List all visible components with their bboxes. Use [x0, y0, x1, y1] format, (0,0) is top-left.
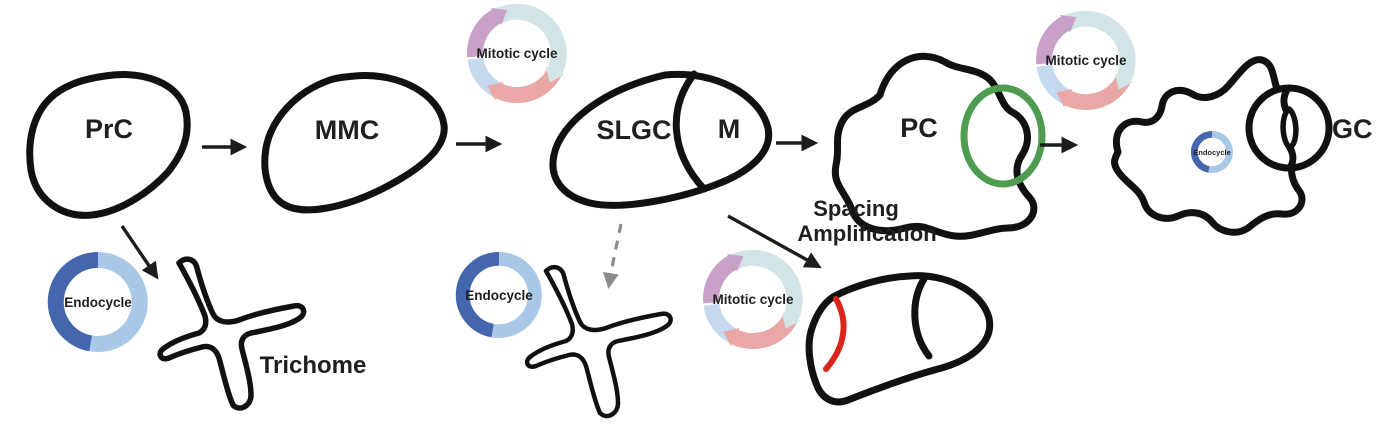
label-endocycle-1: Endocycle	[64, 295, 132, 310]
trichome-cell-1	[159, 258, 305, 409]
label-spacing: Spacing	[813, 196, 899, 221]
label-mitotic-cycle-1: Mitotic cycle	[476, 46, 558, 61]
label-prc: PrC	[85, 114, 133, 144]
cell-prc	[26, 71, 191, 219]
arrow-prc-to-trichome	[120, 225, 159, 280]
stoma-division-bottom	[1286, 144, 1297, 172]
dashed-arrow-slgc-to-trichome	[602, 223, 623, 289]
red-new-division	[823, 296, 847, 372]
stoma-division-top	[1280, 86, 1291, 114]
label-amplification: Amplification	[797, 221, 936, 246]
cell-amplifying-slgc	[805, 272, 994, 406]
label-mitotic-cycle-2: Mitotic cycle	[1045, 53, 1127, 68]
cell-slgc	[549, 70, 773, 209]
label-endocycle-2: Endocycle	[465, 288, 533, 303]
division-slgc-m	[672, 70, 708, 193]
label-mmc: MMC	[315, 115, 379, 145]
cell-pc	[831, 52, 1038, 240]
label-gc: GC	[1332, 114, 1373, 144]
label-pc: PC	[900, 113, 938, 143]
label-mitotic-cycle-3: Mitotic cycle	[712, 292, 794, 307]
label-slgc: SLGC	[596, 115, 671, 145]
division-amplifying-m	[911, 275, 933, 360]
arrow-slgc-to-amplifying	[727, 214, 822, 269]
cell-mmc	[261, 72, 448, 214]
label-meristemoid: M	[718, 114, 741, 144]
stoma-pore	[1280, 106, 1299, 151]
label-endocycle-small: Endocycle	[1193, 148, 1231, 157]
trichome-cell-2	[526, 266, 672, 417]
label-trichome: Trichome	[260, 352, 367, 379]
green-fate-ring	[960, 84, 1046, 188]
